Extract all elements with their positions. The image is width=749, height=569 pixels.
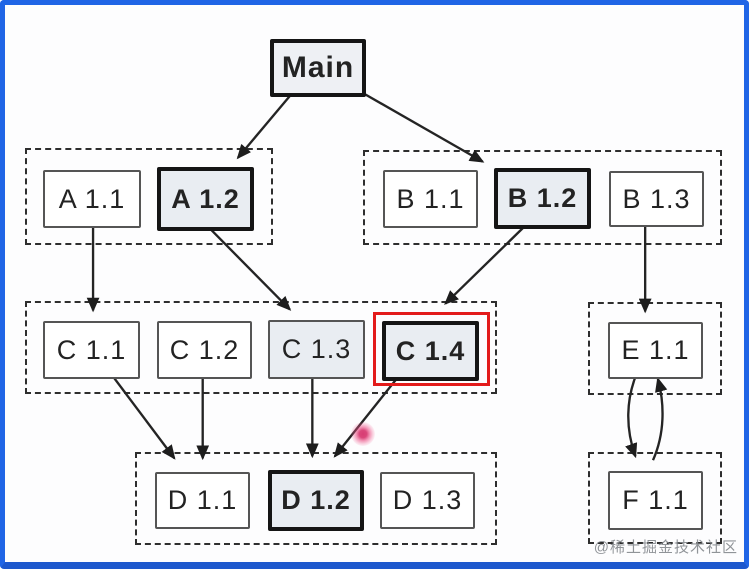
node-main-label: Main: [281, 51, 355, 84]
node-b13-label: B 1.3: [622, 183, 691, 214]
node-main: Main: [270, 39, 366, 97]
group-a-dashed-box: [25, 148, 273, 245]
red-highlight-outline: [373, 312, 490, 386]
node-c12: C 1.2: [157, 321, 252, 379]
cursor-highlight-dot: [351, 422, 375, 446]
node-f11: F 1.1: [608, 471, 703, 530]
node-d12: D 1.2: [268, 470, 364, 531]
node-d12-label: D 1.2: [281, 485, 351, 515]
node-b13: B 1.3: [609, 171, 704, 227]
node-c11-label: C 1.1: [56, 334, 127, 365]
group-b-dashed-box: [363, 150, 722, 245]
node-d13-label: D 1.3: [392, 485, 463, 515]
node-e11: E 1.1: [608, 322, 703, 379]
node-c11: C 1.1: [43, 321, 140, 379]
node-b12: B 1.2: [494, 168, 591, 229]
node-a11: A 1.1: [43, 170, 141, 228]
node-c14-label: C 1.4: [395, 335, 466, 366]
node-c13: C 1.3: [268, 320, 365, 379]
node-b11: B 1.1: [383, 170, 478, 228]
node-a11-label: A 1.1: [58, 183, 126, 214]
node-f11-label: F 1.1: [622, 485, 689, 515]
node-b12-label: B 1.2: [507, 183, 578, 213]
node-c12-label: C 1.2: [169, 334, 240, 365]
node-a12: A 1.2: [157, 167, 254, 231]
watermark-text: @稀土掘金技术社区: [593, 539, 738, 556]
node-d11: D 1.1: [155, 472, 250, 529]
node-a12-label: A 1.2: [171, 183, 240, 214]
node-b11-label: B 1.1: [396, 183, 465, 214]
node-e11-label: E 1.1: [621, 335, 690, 365]
node-c13-label: C 1.3: [281, 334, 352, 364]
node-c14: C 1.4: [382, 321, 479, 381]
node-d11-label: D 1.1: [167, 485, 238, 515]
node-d13: D 1.3: [380, 472, 475, 529]
